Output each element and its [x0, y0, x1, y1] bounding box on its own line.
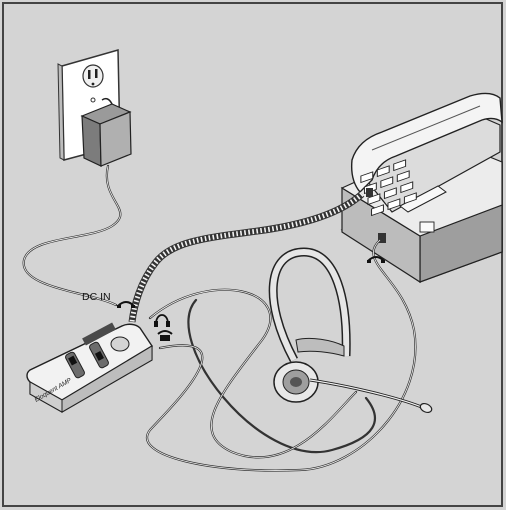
amp-mode-button	[111, 337, 129, 351]
phone-handset-jack	[366, 188, 373, 197]
dc-in-label: DC IN	[82, 291, 111, 303]
